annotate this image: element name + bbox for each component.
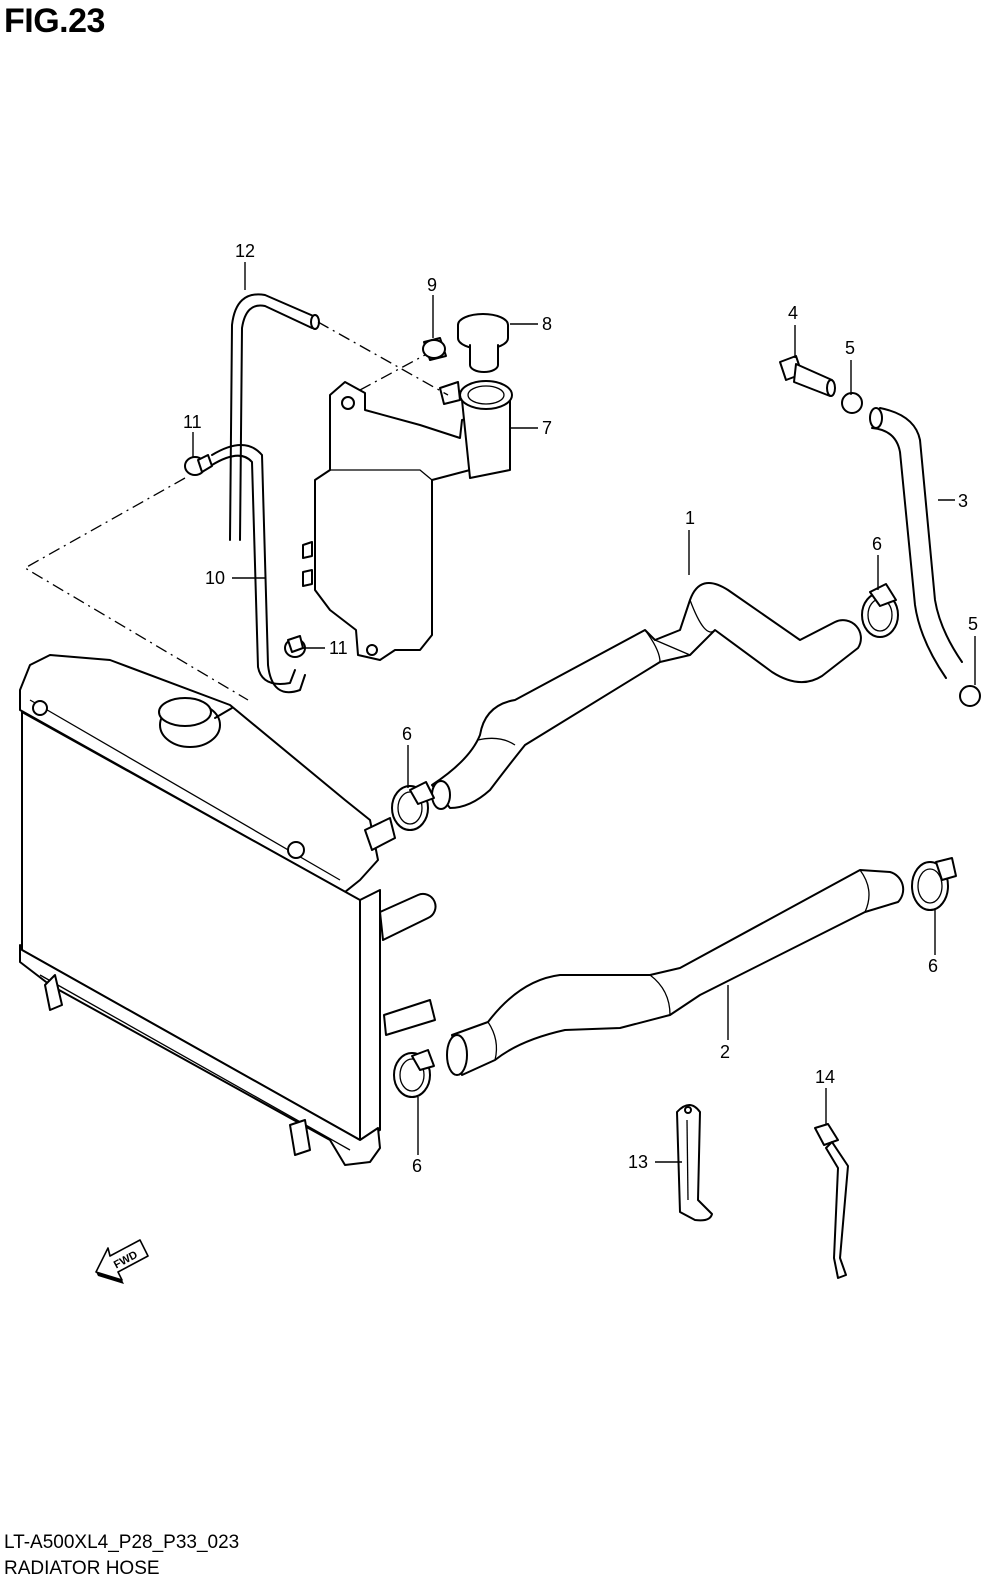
callout-2: 2 bbox=[720, 1042, 730, 1062]
callout-11-lower: 11 bbox=[329, 638, 348, 658]
callout-1: 1 bbox=[685, 508, 695, 528]
callout-6-lower-left: 6 bbox=[412, 1156, 422, 1176]
callout-7: 7 bbox=[542, 418, 552, 438]
reservoir-hose-10 bbox=[211, 444, 306, 694]
callout-5-lower: 5 bbox=[968, 614, 978, 634]
reservoir-tank bbox=[302, 380, 513, 661]
overflow-hose-12 bbox=[229, 293, 320, 541]
section-name: RADIATOR HOSE bbox=[4, 1558, 160, 1579]
callout-6-upper-left: 6 bbox=[402, 724, 412, 744]
callout-10: 10 bbox=[205, 568, 225, 588]
callout-6-upper-right: 6 bbox=[872, 534, 882, 554]
forward-direction-arrow: FWD bbox=[95, 1239, 150, 1284]
callout-11-upper: 11 bbox=[183, 412, 202, 432]
figure-title: FIG.23 bbox=[4, 2, 105, 40]
callout-9: 9 bbox=[427, 275, 437, 295]
callout-14: 14 bbox=[815, 1067, 835, 1087]
hose-holder-13 bbox=[676, 1104, 713, 1222]
callout-numbers: 1 2 3 4 5 5 6 6 6 6 7 8 9 10 11 11 12 13… bbox=[183, 241, 978, 1176]
callout-8: 8 bbox=[542, 314, 552, 334]
callout-3: 3 bbox=[958, 491, 968, 511]
diagram-code: LT-A500XL4_P28_P33_023 bbox=[4, 1532, 240, 1553]
hose-clamps-6 bbox=[391, 583, 957, 1098]
cable-tie-14 bbox=[814, 1123, 849, 1279]
alignment-lines bbox=[23, 321, 449, 701]
clamps-5 bbox=[841, 392, 981, 707]
callout-4: 4 bbox=[788, 303, 798, 323]
callout-12: 12 bbox=[235, 241, 255, 261]
callout-6-lower-right: 6 bbox=[928, 956, 938, 976]
lower-radiator-hose-2 bbox=[446, 869, 905, 1076]
leader-lines bbox=[192, 262, 976, 1163]
small-clamps-11 bbox=[184, 454, 306, 658]
hose-fitting-4 bbox=[779, 355, 836, 397]
bolt-9 bbox=[422, 337, 447, 361]
upper-radiator-hose-1 bbox=[431, 581, 862, 810]
radiator bbox=[19, 654, 437, 1166]
callout-5-upper: 5 bbox=[845, 338, 855, 358]
reservoir-cap bbox=[457, 313, 509, 373]
callout-13: 13 bbox=[628, 1152, 648, 1172]
bypass-hose-3 bbox=[869, 407, 963, 679]
